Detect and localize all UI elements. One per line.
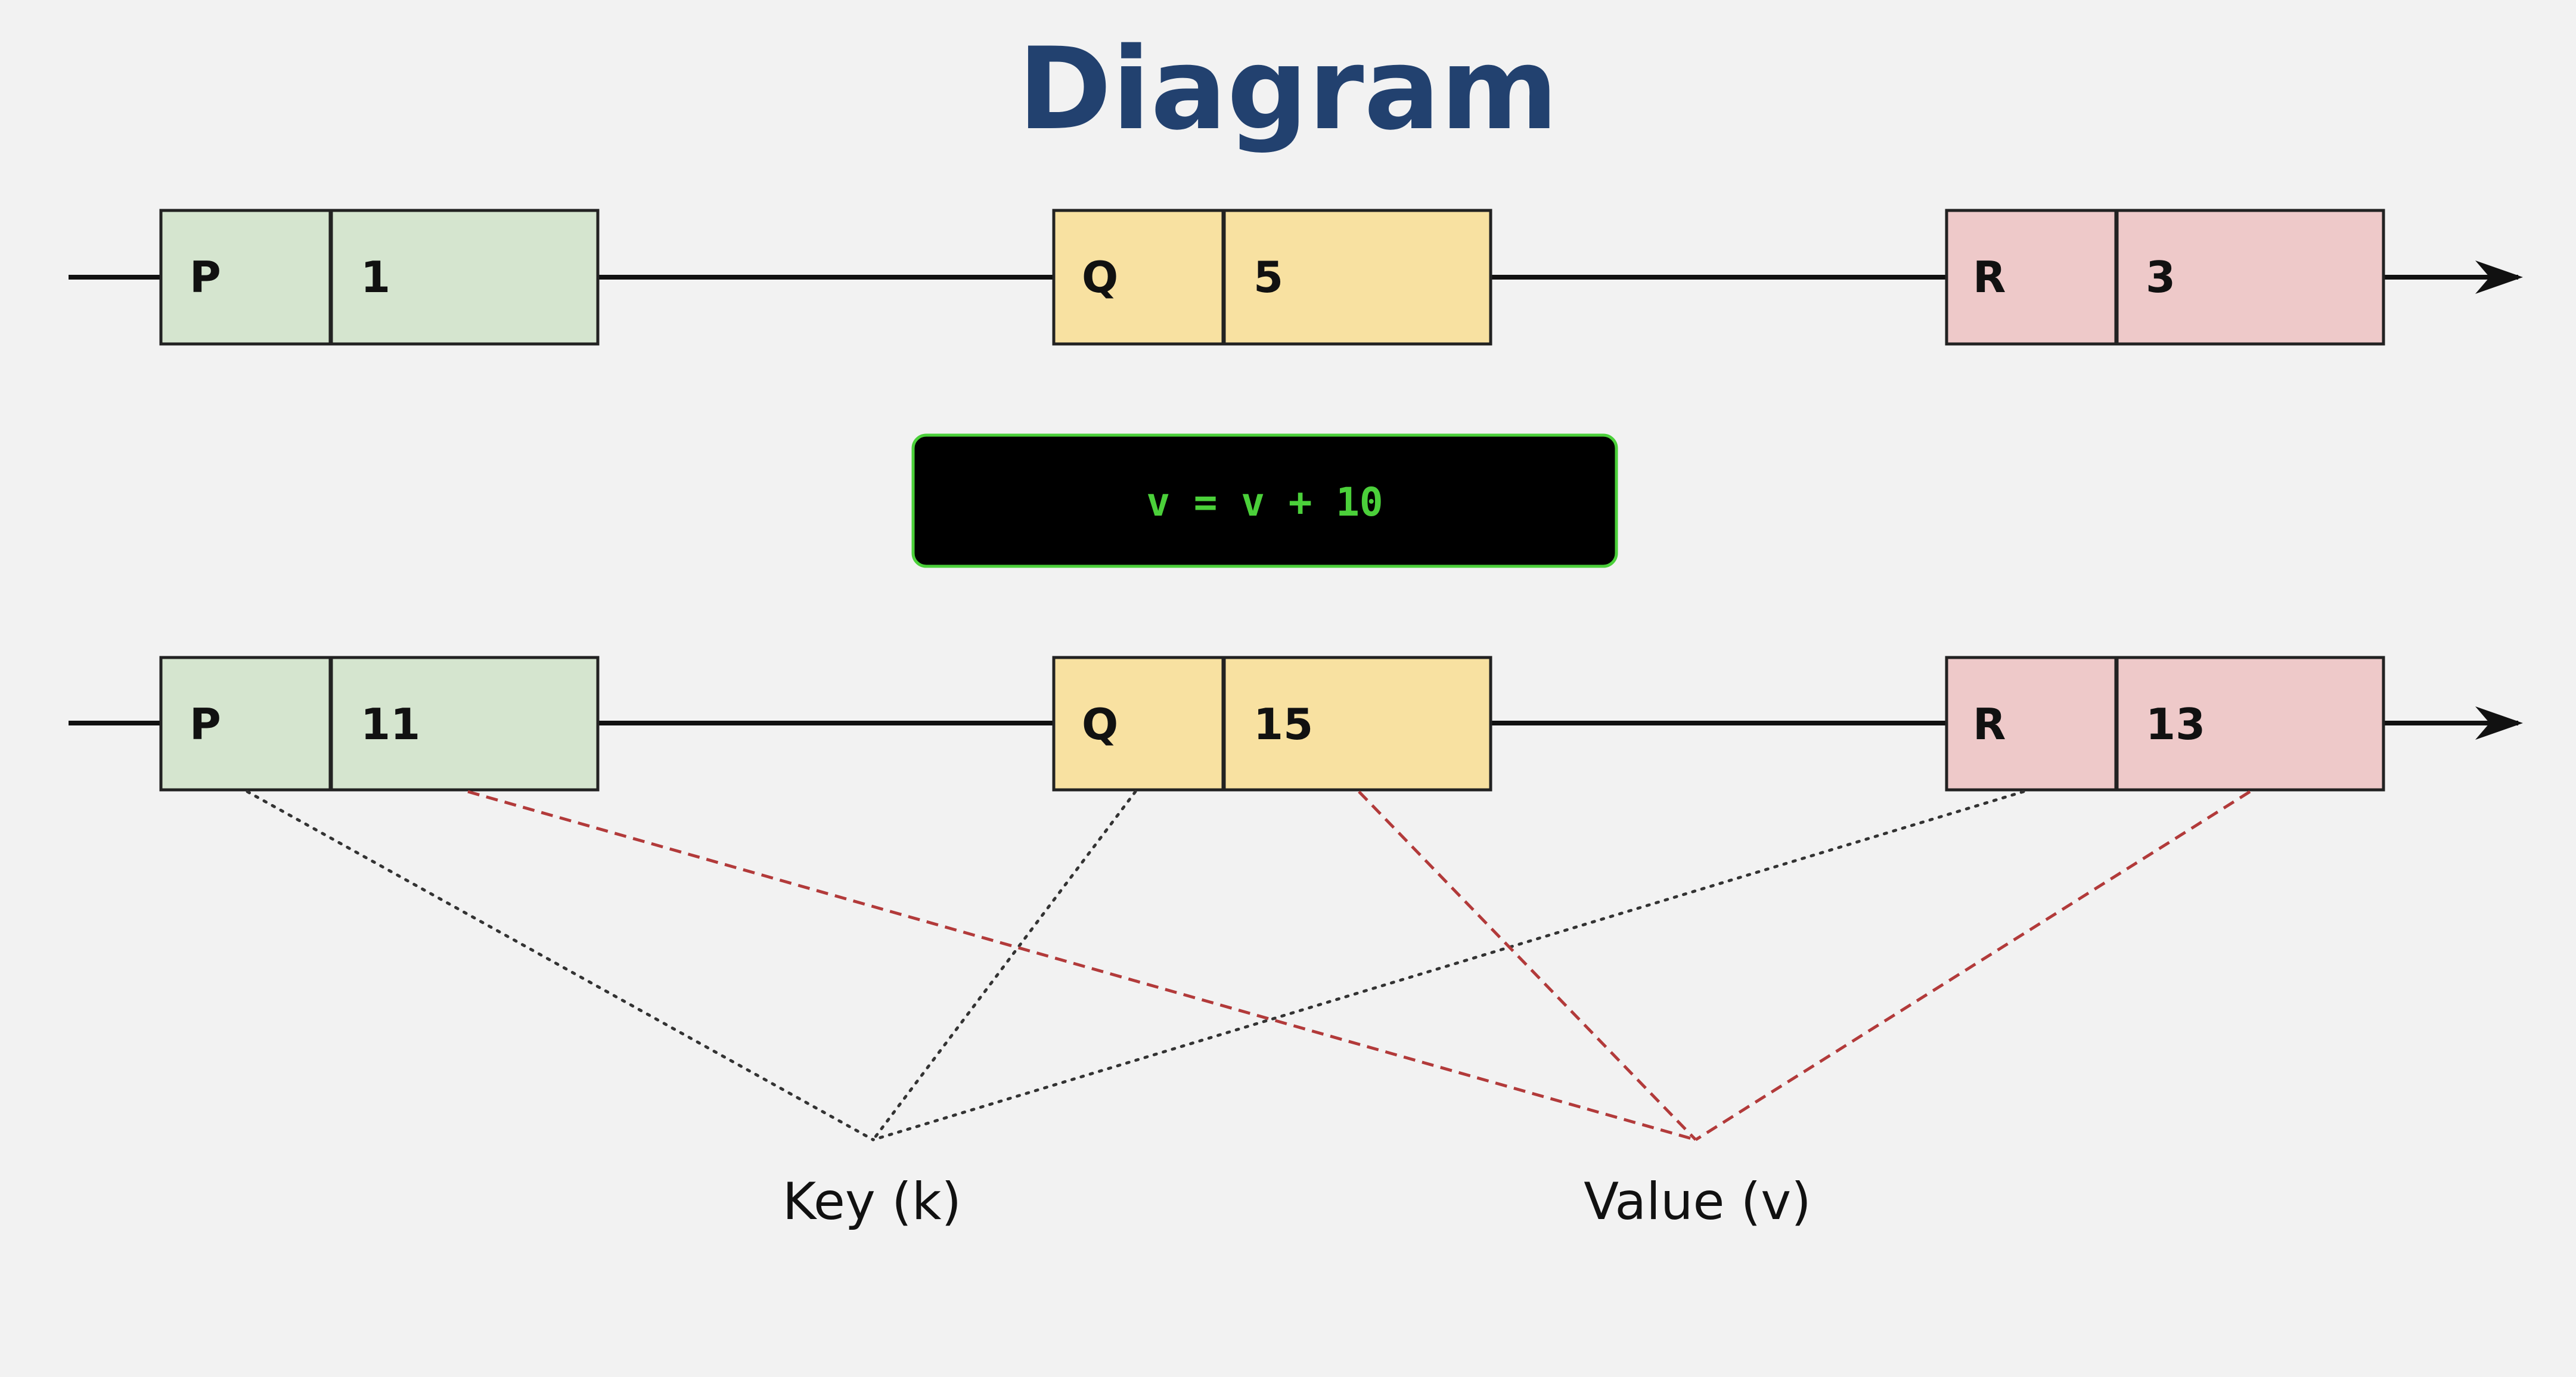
node-after-p: P 11 bbox=[159, 656, 600, 792]
node-before-r-box bbox=[1945, 209, 2385, 346]
node-before-p-box bbox=[159, 209, 600, 346]
node-before-r: R 3 bbox=[1945, 209, 2385, 346]
value-label: Value (v) bbox=[1584, 1172, 1811, 1232]
node-after-q-key: Q bbox=[1082, 699, 1118, 749]
value-connector-r bbox=[1694, 790, 2251, 1142]
node-before-p: P 1 bbox=[159, 209, 600, 346]
node-after-r-key: R bbox=[1973, 699, 2006, 749]
node-after-p-box bbox=[159, 656, 600, 792]
node-before-q-key: Q bbox=[1082, 252, 1118, 302]
operation-box: v = v + 10 bbox=[911, 433, 1618, 568]
node-before-q: Q 5 bbox=[1052, 209, 1492, 346]
key-connector-q bbox=[871, 790, 1137, 1142]
node-before-r-key: R bbox=[1973, 252, 2006, 302]
node-after-q-value: 15 bbox=[1253, 699, 1313, 749]
node-after-q: Q 15 bbox=[1052, 656, 1492, 792]
node-after-q-box bbox=[1052, 656, 1492, 792]
node-after-p-value: 11 bbox=[361, 699, 420, 749]
operation-box-bg bbox=[911, 433, 1618, 568]
key-connector-p bbox=[246, 790, 875, 1142]
row-before: P 1 Q 5 R 3 bbox=[69, 209, 2523, 346]
node-before-p-value: 1 bbox=[361, 252, 390, 302]
page-title: Diagram bbox=[1017, 23, 1559, 155]
node-after-p-key: P bbox=[190, 699, 221, 749]
key-connector-r bbox=[871, 790, 2025, 1142]
operation-text: v = v + 10 bbox=[1146, 479, 1383, 525]
value-connectors bbox=[467, 790, 2251, 1142]
node-before-r-value: 3 bbox=[2146, 252, 2175, 302]
value-connector-q bbox=[1358, 790, 1697, 1141]
node-after-r: R 13 bbox=[1945, 656, 2385, 792]
row-after: P 11 Q 15 R 13 bbox=[69, 656, 2523, 792]
node-before-q-box bbox=[1052, 209, 1492, 346]
value-connector-p bbox=[467, 790, 1696, 1142]
node-before-p-key: P bbox=[190, 252, 221, 302]
key-connectors bbox=[246, 790, 2025, 1142]
node-after-r-box bbox=[1945, 656, 2385, 792]
key-label: Key (k) bbox=[783, 1172, 961, 1232]
node-before-q-value: 5 bbox=[1253, 252, 1283, 302]
node-after-r-value: 13 bbox=[2146, 699, 2205, 749]
